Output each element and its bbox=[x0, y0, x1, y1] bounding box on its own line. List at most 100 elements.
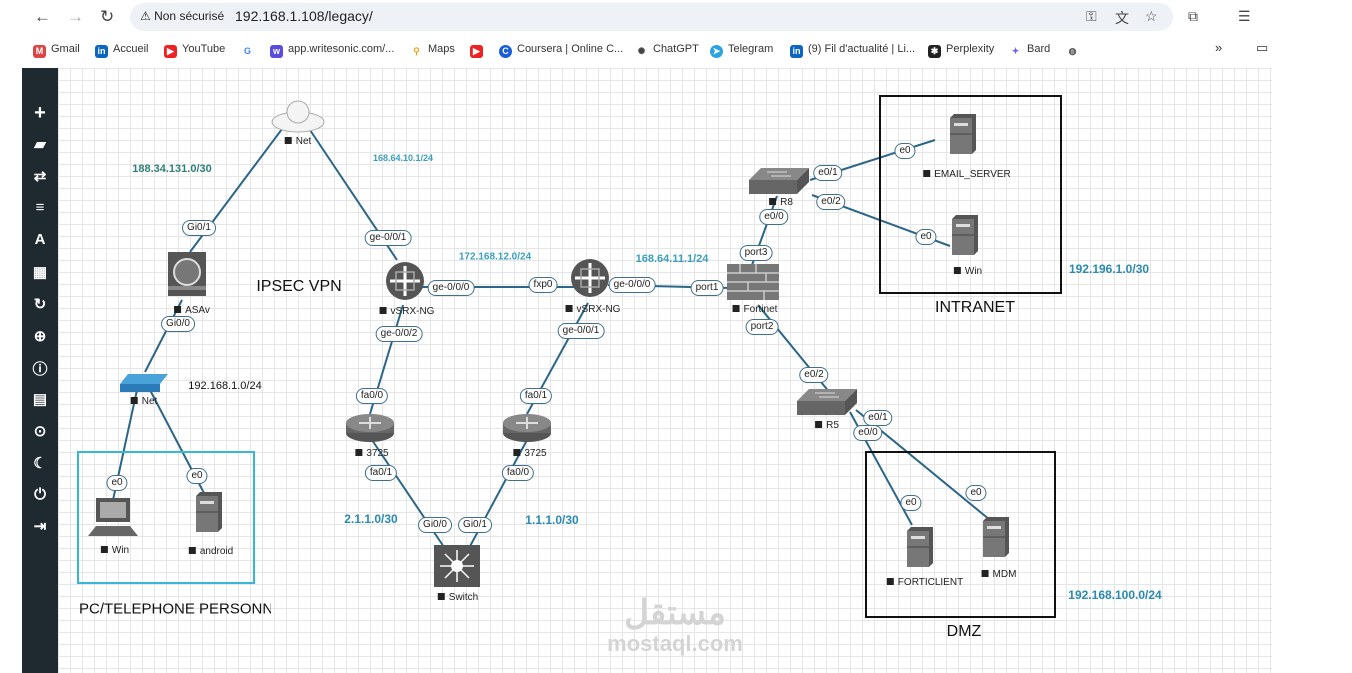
forward-icon[interactable]: → bbox=[67, 7, 84, 26]
url-text[interactable]: 192.168.1.108/legacy/ bbox=[235, 8, 373, 24]
interface-label[interactable]: fa0/0 bbox=[501, 465, 535, 481]
folder-icon[interactable]: ▭ bbox=[1256, 40, 1269, 55]
logout-icon[interactable]: ⇥ bbox=[33, 518, 47, 535]
extensions-icon[interactable]: ⧉ bbox=[1188, 8, 1198, 24]
node-label-3725a: 3725 bbox=[355, 448, 388, 459]
node-label-switch: Switch bbox=[438, 592, 478, 603]
refresh-icon[interactable]: ↻ bbox=[33, 296, 47, 313]
reload-icon[interactable]: ↻ bbox=[100, 7, 115, 26]
list-icon[interactable]: ▤ bbox=[32, 391, 48, 408]
interface-label[interactable]: fa0/1 bbox=[519, 388, 553, 404]
dmz-box bbox=[865, 451, 1056, 618]
bookmark-bard[interactable]: ✦Bard bbox=[1009, 43, 1050, 58]
security-indicator[interactable]: ⚠ Non sécurisé bbox=[140, 9, 225, 23]
interface-label[interactable]: ge-0/0/2 bbox=[375, 326, 423, 342]
interface-label[interactable]: e0/0 bbox=[853, 425, 883, 441]
network-label: 192.196.1.0/30 bbox=[1068, 262, 1150, 276]
interface-label[interactable]: e0 bbox=[106, 475, 128, 491]
power-icon[interactable]: ⏻ bbox=[34, 486, 46, 503]
interface-label[interactable]: e0 bbox=[186, 468, 208, 484]
bookmark-telegram[interactable]: ➤Telegram bbox=[710, 43, 773, 58]
bookmark-chatgpt[interactable]: ✺ChatGPT bbox=[635, 43, 699, 58]
interface-label[interactable]: Gi0/0 bbox=[418, 517, 452, 533]
dark-mode-icon[interactable]: ☾ bbox=[33, 455, 47, 472]
network-label: 1.1.1.0/30 bbox=[525, 513, 579, 527]
interface-label[interactable]: Gi0/1 bbox=[458, 517, 492, 533]
interface-label[interactable]: Gi0/1 bbox=[182, 220, 216, 236]
bookmark-youtube-2[interactable]: ▶ bbox=[470, 43, 488, 58]
bookmark-label: Telegram bbox=[728, 43, 774, 55]
cloud-icon[interactable] bbox=[271, 100, 325, 133]
network-icon[interactable]: ▰ bbox=[34, 136, 46, 153]
add-node-icon[interactable]: + bbox=[34, 102, 46, 124]
sidebar: + ▰ ⇄ ≡ A ▦ ↻ ⊕ ⓘ ▤ ⊙ ☾ ⏻ ⇥ bbox=[22, 68, 58, 673]
check-icon[interactable]: ⊙ bbox=[33, 423, 47, 440]
address-bar[interactable] bbox=[130, 3, 1173, 31]
interface-label[interactable]: ge-0/0/1 bbox=[557, 323, 605, 339]
personal-devices-box bbox=[77, 451, 255, 584]
interface-label[interactable]: e0/0 bbox=[759, 209, 789, 225]
interface-label[interactable]: fa0/0 bbox=[355, 388, 389, 404]
node-label-email: EMAIL_SERVER bbox=[923, 169, 1011, 180]
interface-label[interactable]: fa0/1 bbox=[364, 465, 398, 481]
network-label: 192.168.1.0/24 bbox=[188, 380, 262, 392]
interface-label[interactable]: ge-0/0/1 bbox=[364, 230, 412, 246]
interface-label[interactable]: port2 bbox=[745, 319, 779, 335]
align-icon[interactable]: ≡ bbox=[35, 199, 45, 216]
bookmark-linkedin-feed[interactable]: in(9) Fil d'actualité | Li... bbox=[790, 43, 915, 58]
bookmark-globe[interactable]: ◍ bbox=[1066, 43, 1084, 58]
interface-label[interactable]: port1 bbox=[690, 280, 724, 296]
pc-icon[interactable] bbox=[88, 498, 138, 536]
node-label-cloud: Net bbox=[285, 136, 312, 147]
bookmark-label: Coursera | Online C... bbox=[517, 43, 624, 55]
connect-icon[interactable]: ⇄ bbox=[33, 168, 47, 185]
hub-icon[interactable] bbox=[120, 374, 168, 392]
interface-label[interactable]: e0 bbox=[900, 495, 922, 511]
topology-canvas[interactable]: Net ASAv Net Win android vSRX-NG vSRX-NG… bbox=[58, 68, 1272, 673]
interface-label[interactable]: ge-0/0/0 bbox=[608, 277, 656, 293]
vpn-label: IPSEC VPN bbox=[256, 278, 342, 295]
bookmark-label: (9) Fil d'actualité | Li... bbox=[808, 43, 916, 55]
translate-icon[interactable]: 文 bbox=[1115, 10, 1129, 26]
bookmark-label: Gmail bbox=[51, 43, 80, 55]
grid-icon[interactable]: ▦ bbox=[32, 264, 48, 281]
zoom-icon[interactable]: ⊕ bbox=[33, 328, 47, 345]
l3-switch-icon[interactable] bbox=[434, 545, 480, 587]
bookmark-label: YouTube bbox=[182, 43, 226, 55]
bookmark-perplexity[interactable]: ✱Perplexity bbox=[928, 43, 994, 58]
interface-label[interactable]: ge-0/0/0 bbox=[427, 280, 475, 296]
bookmark-label: Perplexity bbox=[946, 43, 995, 55]
back-icon[interactable]: ← bbox=[34, 7, 51, 26]
interface-label[interactable]: fxp0 bbox=[528, 277, 558, 293]
bookmark-maps[interactable]: ⚲Maps bbox=[410, 43, 455, 58]
interface-label[interactable]: e0/1 bbox=[863, 410, 893, 426]
more-bookmarks-icon[interactable]: » bbox=[1215, 40, 1223, 55]
info-icon[interactable]: ⓘ bbox=[32, 361, 48, 378]
interface-label[interactable]: port3 bbox=[739, 245, 773, 261]
bookmark-label: app.writesonic.com/... bbox=[288, 43, 395, 55]
interface-label[interactable]: e0/2 bbox=[799, 367, 829, 383]
interface-label[interactable]: e0 bbox=[915, 229, 937, 245]
interface-label[interactable]: e0/1 bbox=[813, 165, 843, 181]
interface-label[interactable]: e0 bbox=[894, 143, 916, 159]
personal-devices-label: PC/TELEPHONE PERSONNE bbox=[79, 600, 271, 618]
interface-label[interactable]: e0/2 bbox=[816, 194, 846, 210]
fortinet-firewall-icon[interactable] bbox=[727, 264, 779, 300]
reading-list-icon[interactable]: ☰ bbox=[1238, 8, 1251, 24]
bookmark-youtube[interactable]: ▶YouTube bbox=[164, 43, 225, 58]
password-key-icon[interactable]: ⚿ bbox=[1086, 8, 1097, 24]
text-icon[interactable]: A bbox=[34, 231, 46, 248]
asav-firewall-icon[interactable] bbox=[168, 252, 206, 296]
bookmark-google[interactable]: G bbox=[241, 43, 259, 58]
bookmark-star-icon[interactable]: ☆ bbox=[1145, 8, 1158, 24]
bookmark-label: Maps bbox=[428, 43, 455, 55]
interface-label[interactable]: Gi0/0 bbox=[161, 316, 195, 332]
interface-label[interactable]: e0 bbox=[965, 485, 987, 501]
